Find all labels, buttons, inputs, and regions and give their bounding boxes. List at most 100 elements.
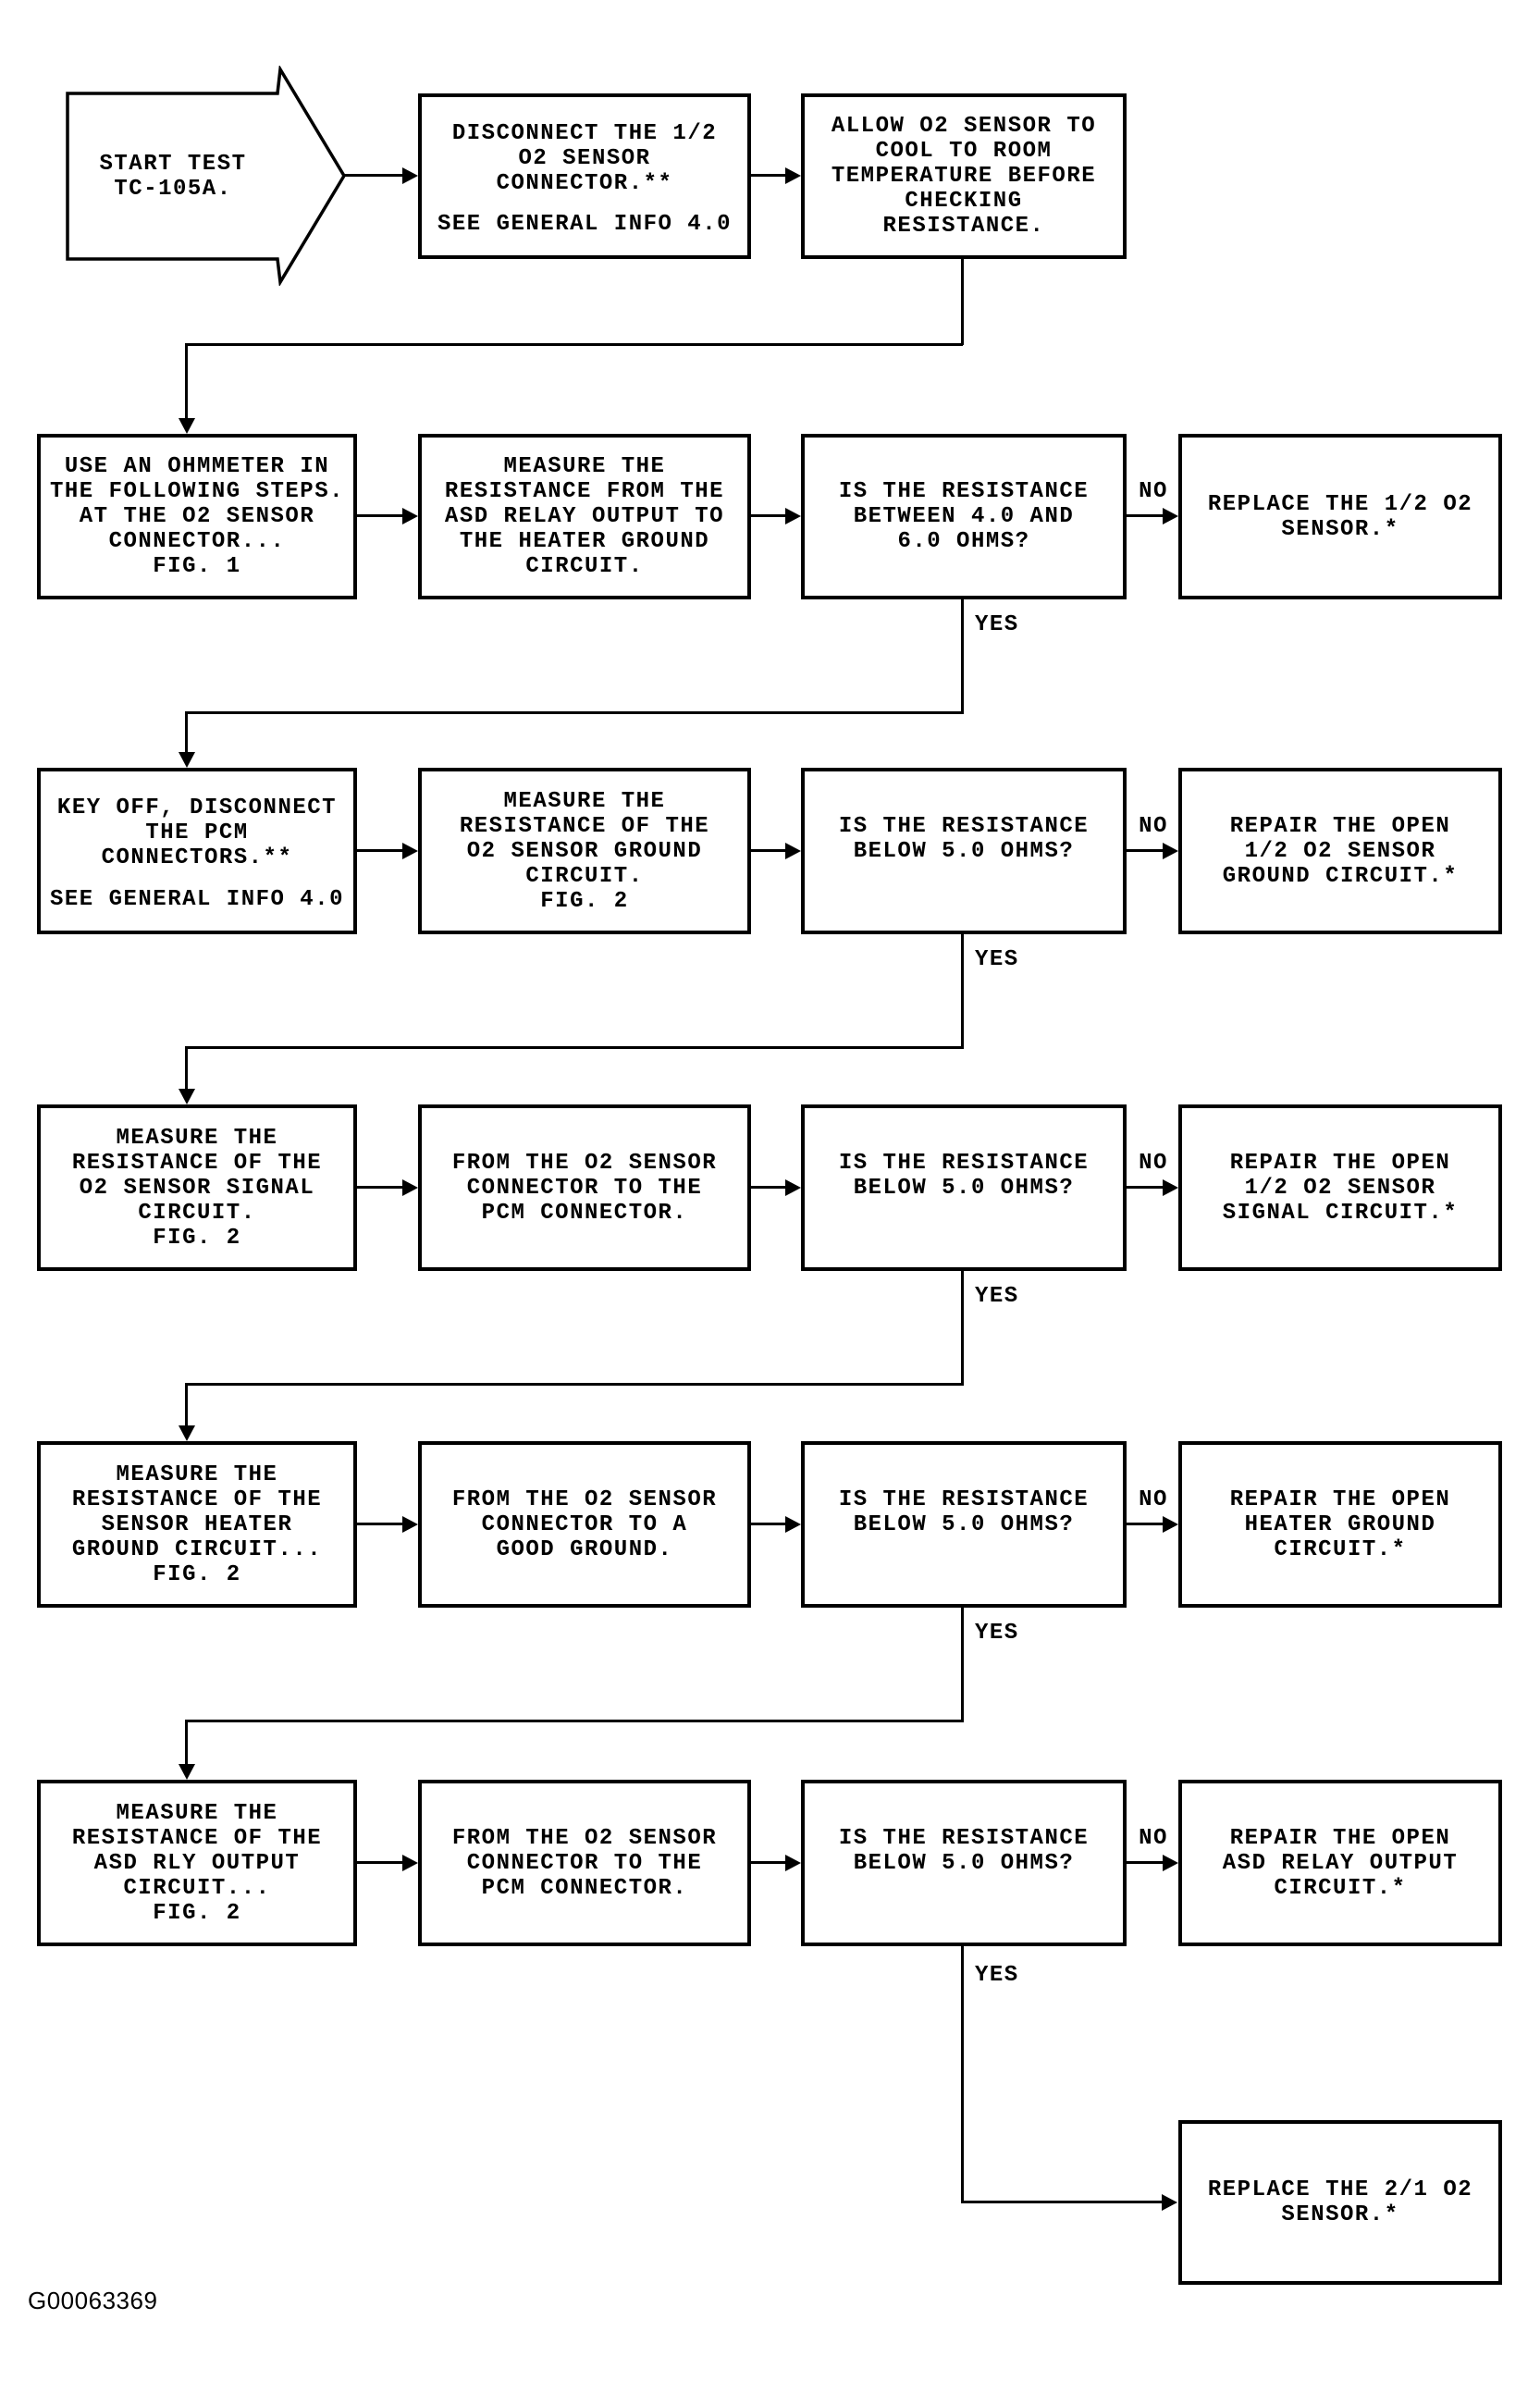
node-from-o2-to-pcm-connector-1: FROM THE O2 SENSOR CONNECTOR TO THE PCM … <box>418 1104 751 1271</box>
node-from-o2-to-good-ground: FROM THE O2 SENSOR CONNECTOR TO A GOOD G… <box>418 1441 751 1608</box>
arrowhead-down-icon <box>179 752 195 768</box>
node-key-off-disconnect-pcm: KEY OFF, DISCONNECT THE PCM CONNECTORS.*… <box>37 768 357 934</box>
decision-resistance-below-5-ohms-1: IS THE RESISTANCE BELOW 5.0 OHMS? <box>801 768 1127 934</box>
arrowhead-right-icon <box>785 1855 801 1871</box>
decision-resistance-below-5-ohms-4: IS THE RESISTANCE BELOW 5.0 OHMS? <box>801 1780 1127 1946</box>
flow-line <box>961 599 964 714</box>
node-text: IS THE RESISTANCE BELOW 5.0 OHMS? <box>838 1826 1090 1876</box>
decision-resistance-4-to-6-ohms: IS THE RESISTANCE BETWEEN 4.0 AND 6.0 OH… <box>801 434 1127 599</box>
label-yes: YES <box>975 1963 1019 1988</box>
node-text: MEASURE THE RESISTANCE OF THE ASD RLY OU… <box>71 1800 323 1926</box>
arrowhead-right-icon <box>785 508 801 524</box>
flow-line <box>185 1046 963 1049</box>
node-repair-open-ground-circuit: REPAIR THE OPEN 1/2 O2 SENSOR GROUND CIR… <box>1178 768 1502 934</box>
flow-line <box>751 849 788 852</box>
node-measure-asd-to-heater-ground: MEASURE THE RESISTANCE FROM THE ASD RELA… <box>418 434 751 599</box>
start-arrow-shape <box>66 66 347 286</box>
arrowhead-right-icon <box>785 843 801 859</box>
flow-line <box>961 259 964 345</box>
flow-line <box>961 1608 964 1722</box>
flow-line <box>185 711 188 757</box>
label-no: NO <box>1139 1826 1168 1851</box>
node-text: USE AN OHMMETER IN THE FOLLOWING STEPS. … <box>49 454 345 579</box>
node-text: REPAIR THE OPEN ASD RELAY OUTPUT CIRCUIT… <box>1222 1825 1459 1901</box>
node-text: FROM THE O2 SENSOR CONNECTOR TO THE PCM … <box>451 1150 718 1226</box>
decision-resistance-below-5-ohms-2: IS THE RESISTANCE BELOW 5.0 OHMS? <box>801 1104 1127 1271</box>
node-text: FROM THE O2 SENSOR CONNECTOR TO A GOOD G… <box>451 1486 718 1562</box>
node-text: IS THE RESISTANCE BELOW 5.0 OHMS? <box>838 814 1090 864</box>
arrowhead-down-icon <box>179 418 195 434</box>
flow-line <box>751 1186 788 1189</box>
decision-resistance-below-5-ohms-3: IS THE RESISTANCE BELOW 5.0 OHMS? <box>801 1441 1127 1608</box>
arrowhead-right-icon <box>1163 1516 1178 1533</box>
flow-line <box>1127 1523 1165 1525</box>
label-yes: YES <box>975 612 1019 637</box>
node-replace-2-1-o2-sensor: REPLACE THE 2/1 O2 SENSOR.* <box>1178 2120 1502 2285</box>
flow-line <box>357 1861 405 1864</box>
node-text: FROM THE O2 SENSOR CONNECTOR TO THE PCM … <box>451 1825 718 1901</box>
arrowhead-right-icon <box>402 843 418 859</box>
arrowhead-right-icon <box>402 167 418 184</box>
node-repair-open-heater-ground: REPAIR THE OPEN HEATER GROUND CIRCUIT.* <box>1178 1441 1502 1608</box>
node-text: DISCONNECT THE 1/2 O2 SENSOR CONNECTOR.*… <box>451 121 718 196</box>
flow-line <box>185 343 963 346</box>
start-node-text: START TEST TC-105A. <box>99 151 247 202</box>
node-text: REPAIR THE OPEN 1/2 O2 SENSOR SIGNAL CIR… <box>1222 1150 1459 1226</box>
arrowhead-right-icon <box>402 1516 418 1533</box>
arrowhead-right-icon <box>785 1179 801 1196</box>
flow-line <box>185 1720 963 1722</box>
flow-line <box>185 1383 188 1428</box>
node-measure-o2-ground-circuit: MEASURE THE RESISTANCE OF THE O2 SENSOR … <box>418 768 751 934</box>
node-text: IS THE RESISTANCE BELOW 5.0 OHMS? <box>838 1487 1090 1537</box>
arrowhead-right-icon <box>1162 2194 1177 2211</box>
flow-line <box>1127 849 1165 852</box>
node-text: IS THE RESISTANCE BETWEEN 4.0 AND 6.0 OH… <box>838 479 1090 554</box>
flow-line <box>357 514 405 517</box>
node-measure-heater-ground-circuit: MEASURE THE RESISTANCE OF THE SENSOR HEA… <box>37 1441 357 1608</box>
arrowhead-right-icon <box>402 508 418 524</box>
flow-line <box>185 343 188 423</box>
flow-line <box>185 711 963 714</box>
flow-line <box>357 1523 405 1525</box>
flow-line <box>961 1946 964 2203</box>
flow-line <box>961 2201 1164 2203</box>
start-node: START TEST TC-105A. <box>68 93 278 259</box>
node-text: KEY OFF, DISCONNECT THE PCM CONNECTORS.*… <box>56 796 338 870</box>
flow-line <box>344 174 405 177</box>
node-text: MEASURE THE RESISTANCE OF THE SENSOR HEA… <box>71 1462 323 1587</box>
node-repair-open-asd-relay-output: REPAIR THE OPEN ASD RELAY OUTPUT CIRCUIT… <box>1178 1780 1502 1946</box>
flow-line <box>751 1861 788 1864</box>
node-replace-1-2-o2-sensor: REPLACE THE 1/2 O2 SENSOR.* <box>1178 434 1502 599</box>
node-measure-asd-rly-output-circuit: MEASURE THE RESISTANCE OF THE ASD RLY OU… <box>37 1780 357 1946</box>
flow-line <box>185 1383 963 1386</box>
arrowhead-right-icon <box>402 1179 418 1196</box>
flow-line <box>185 1720 188 1765</box>
label-no: NO <box>1139 1151 1168 1176</box>
label-yes: YES <box>975 1621 1019 1646</box>
flow-line <box>961 934 964 1049</box>
node-text: ALLOW O2 SENSOR TO COOL TO ROOM TEMPERAT… <box>831 114 1097 239</box>
node-allow-sensor-cool: ALLOW O2 SENSOR TO COOL TO ROOM TEMPERAT… <box>801 93 1127 259</box>
flow-line <box>751 1523 788 1525</box>
node-text: REPLACE THE 1/2 O2 SENSOR.* <box>1207 491 1473 542</box>
node-from-o2-to-pcm-connector-2: FROM THE O2 SENSOR CONNECTOR TO THE PCM … <box>418 1780 751 1946</box>
flow-line <box>1127 514 1165 517</box>
node-text: MEASURE THE RESISTANCE OF THE O2 SENSOR … <box>71 1125 323 1251</box>
flow-line <box>357 849 405 852</box>
arrowhead-right-icon <box>1163 843 1178 859</box>
figure-number: G00063369 <box>28 2287 158 2314</box>
node-measure-signal-circuit: MEASURE THE RESISTANCE OF THE O2 SENSOR … <box>37 1104 357 1271</box>
flow-line <box>751 514 788 517</box>
node-disconnect-o2-connector: DISCONNECT THE 1/2 O2 SENSOR CONNECTOR.*… <box>418 93 751 259</box>
label-yes: YES <box>975 1284 1019 1309</box>
node-text: REPAIR THE OPEN HEATER GROUND CIRCUIT.* <box>1229 1486 1451 1562</box>
node-footnote: SEE GENERAL INFO 4.0 <box>437 212 733 237</box>
flow-line <box>357 1186 405 1189</box>
node-text: REPAIR THE OPEN 1/2 O2 SENSOR GROUND CIR… <box>1222 813 1459 889</box>
flow-line <box>1127 1861 1165 1864</box>
arrowhead-down-icon <box>179 1425 195 1441</box>
flow-line <box>1127 1186 1165 1189</box>
flow-line <box>751 174 788 177</box>
label-no: NO <box>1139 1487 1168 1512</box>
